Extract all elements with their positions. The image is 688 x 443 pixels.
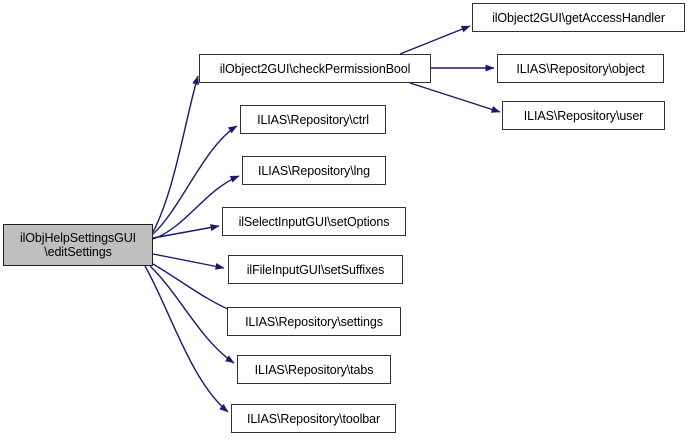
graph-node-label: ILIAS\Repository\settings <box>245 314 383 329</box>
graph-node-lng[interactable]: ILIAS\Repository\lng <box>242 156 386 185</box>
graph-node-getAccessHandler[interactable]: ilObject2GUI\getAccessHandler <box>472 3 685 32</box>
graph-node-setSuffixes[interactable]: ilFileInputGUI\setSuffixes <box>228 255 403 284</box>
edge-root-to-setSuffixes <box>152 253 225 270</box>
graph-node-toolbar[interactable]: ILIAS\Repository\toolbar <box>231 404 396 433</box>
graph-node-tabs[interactable]: ILIAS\Repository\tabs <box>237 355 391 384</box>
graph-node-label: ilObject2GUI\getAccessHandler <box>492 10 665 25</box>
graph-node-label: ILIAS\Repository\user <box>523 108 644 123</box>
graph-node-user[interactable]: ILIAS\Repository\user <box>502 101 665 130</box>
graph-node-checkPermissionBool[interactable]: ilObject2GUI\checkPermissionBool <box>199 54 431 83</box>
graph-node-label: ILIAS\Repository\object <box>516 61 645 76</box>
graph-node-label: ILIAS\Repository\tabs <box>254 362 374 377</box>
edge-root-to-checkPermissionBool <box>152 75 199 233</box>
graph-node-root[interactable]: ilObjHelpSettingsGUI \editSettings <box>3 224 153 266</box>
edge-root-to-toolbar <box>144 265 229 413</box>
edge-root-to-tabs <box>149 265 235 364</box>
graph-node-label: ILIAS\Repository\lng <box>258 163 370 178</box>
graph-node-label: ilFileInputGUI\setSuffixes <box>246 262 385 277</box>
graph-node-object[interactable]: ILIAS\Repository\object <box>497 54 664 83</box>
graph-node-label: ILIAS\Repository\ctrl <box>257 112 369 127</box>
graph-node-setOptions[interactable]: ilSelectInputGUI\setOptions <box>222 207 406 236</box>
graph-node-ctrl[interactable]: ILIAS\Repository\ctrl <box>240 105 386 134</box>
edge-root-to-setOptions <box>152 224 220 239</box>
graph-node-label: ilSelectInputGUI\setOptions <box>238 214 390 229</box>
graph-node-label: ilObject2GUI\checkPermissionBool <box>219 61 411 76</box>
graph-node-label: ILIAS\Repository\toolbar <box>246 411 381 426</box>
edge-checkPermissionBool-to-getAccessHandler <box>399 25 471 55</box>
edge-root-to-settings <box>152 263 238 314</box>
graph-node-label: ilObjHelpSettingsGUI \editSettings <box>19 231 137 259</box>
graph-node-settings[interactable]: ILIAS\Repository\settings <box>227 307 401 336</box>
edge-checkPermissionBool-to-user <box>409 82 501 113</box>
